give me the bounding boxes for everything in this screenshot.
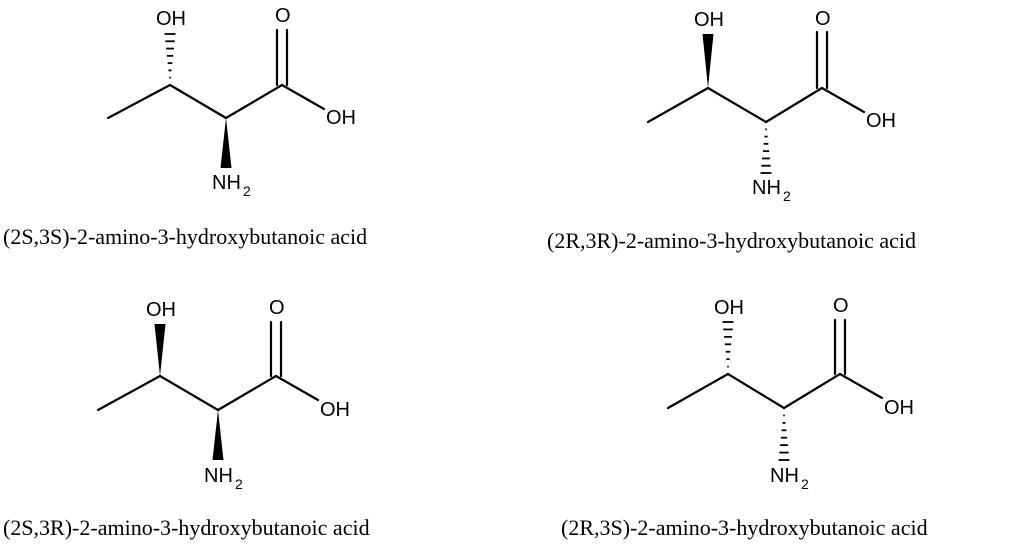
molecule-skeleton xyxy=(96,320,320,412)
molecule-2r3r: OH O OH NH 2 (2R,3R)-2-amino-3-hydroxybu… xyxy=(547,8,916,253)
acid-hydroxyl-label: OH xyxy=(866,110,896,132)
hydroxyl-label: OH xyxy=(714,297,744,319)
molecule-skeleton xyxy=(646,30,866,124)
amine-label: NH xyxy=(770,465,799,487)
amine-subscript: 2 xyxy=(783,188,791,204)
amine-label: NH xyxy=(212,172,241,194)
c2-n-bond xyxy=(212,410,224,460)
molecule-2s3s: OH O OH NH 2 (2S,3S)-2-amino-3-hydroxybu… xyxy=(3,5,367,249)
molecule-name: (2S,3S)-2-amino-3-hydroxybutanoic acid xyxy=(3,224,367,249)
amine-label: NH xyxy=(752,177,781,199)
c3-oh-bond xyxy=(164,33,176,79)
wedge-bond xyxy=(220,118,232,168)
hydroxyl-label: OH xyxy=(694,9,724,31)
molecule-skeleton xyxy=(666,318,884,410)
c3-oh-bond xyxy=(702,34,714,88)
carbonyl-oxygen-label: O xyxy=(833,295,849,317)
amine-label: NH xyxy=(204,465,233,487)
wedge-bond xyxy=(154,324,166,376)
amine-subscript: 2 xyxy=(243,183,251,199)
acid-hydroxyl-label: OH xyxy=(884,397,914,419)
molecule-2r3s: OH O OH NH 2 (2R,3S)-2-amino-3-hydroxybu… xyxy=(561,295,928,540)
c3-oh-bond xyxy=(722,321,734,368)
molecule-skeleton xyxy=(106,28,326,120)
carbonyl-oxygen-label: O xyxy=(815,8,831,30)
wedge-bond xyxy=(702,34,714,88)
molecule-name: (2R,3S)-2-amino-3-hydroxybutanoic acid xyxy=(561,515,928,540)
carbonyl-oxygen-label: O xyxy=(269,297,285,319)
hydroxyl-label: OH xyxy=(146,299,176,321)
molecule-2s3r: OH O OH NH 2 (2S,3R)-2-amino-3-hydroxybu… xyxy=(3,297,370,540)
c2-n-bond xyxy=(220,118,232,168)
acid-hydroxyl-label: OH xyxy=(320,399,350,421)
c2-n-bond xyxy=(760,128,772,174)
c2-n-bond xyxy=(778,414,790,461)
c3-oh-bond xyxy=(154,324,166,376)
amine-subscript: 2 xyxy=(235,476,243,492)
wedge-bond xyxy=(212,410,224,460)
hydroxyl-label: OH xyxy=(156,8,186,30)
molecule-name: (2R,3R)-2-amino-3-hydroxybutanoic acid xyxy=(547,228,916,253)
molecule-name: (2S,3R)-2-amino-3-hydroxybutanoic acid xyxy=(3,515,370,540)
acid-hydroxyl-label: OH xyxy=(326,107,356,129)
amine-subscript: 2 xyxy=(801,476,809,492)
carbonyl-oxygen-label: O xyxy=(275,5,291,27)
